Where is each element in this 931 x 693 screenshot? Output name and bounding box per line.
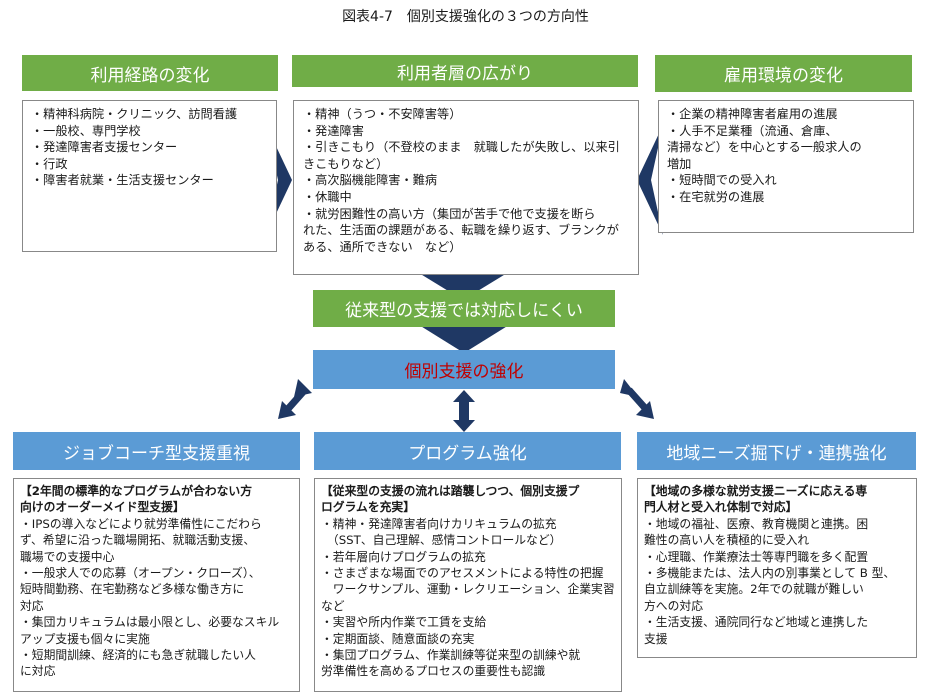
list-item: ・精神科病院・クリニック、訪問看護 [31,107,238,121]
box-lead: 【地域の多様な就労支援ニーズに応える専 [644,484,868,498]
list-item: ・短期間訓練、経済的にも急ぎ就職したい人 [20,648,256,663]
list-item: ・精神（うつ・不安障害等） [303,107,462,121]
list-item: ・引きこもり（不登校のまま 就職したが失敗し、以来引 [303,140,620,155]
box-usage-route: ・精神科病院・クリニック、訪問看護 ・一般校、専門学校 ・発達障害者支援センター… [22,100,277,252]
header-program-enhancement: プログラム強化 [314,432,621,470]
banner-conventional-support: 従来型の支援では対応しにくい [313,290,615,327]
figure-title: 図表4-7 個別支援強化の３つの方向性 [342,9,589,25]
list-item: ・企業の精神障害者雇用の進展 [667,107,838,121]
box-lead: 門人材と受入れ体制で対応】 [644,500,798,515]
header-usage-route-change: 利用経路の変化 [22,55,278,91]
box-job-coach: 【2年間の標準的なプログラムが合わない方 向けのオーダーメイド型支援】 ・IPS… [13,478,300,692]
list-item: 短時間勤務、在宅勤務など多様な働き方に [20,582,245,597]
list-item: ・高次脳機能障害・難病 [303,173,438,188]
list-item: ・集団カリキュラムは最小限とし、必要なスキル [20,615,280,630]
banner-individual-support: 個別支援の強化 [313,350,615,389]
list-item: 増加 [667,156,692,171]
list-item: ・在宅就労の進展 [667,189,765,204]
list-item: 難性の高い人を積極的に受入れ [644,533,810,548]
list-item: アップ支援も個々に実施 [20,631,150,646]
list-item: ・短時間での受入れ [667,173,777,188]
list-item: など [321,598,345,613]
list-item: ・一般校、専門学校 [31,123,141,138]
list-item: 支援 [644,631,668,646]
list-item: ・発達障害 [303,123,364,138]
box-program: 【従来型の支援の流れは踏襲しつつ、個別支援プ ログラムを充実】 ・精神・発達障害… [314,478,622,692]
list-item: 労準備性を高めるプロセスの重要性も認識 [321,664,546,679]
arrow-double-left [278,379,312,419]
list-item: きこもりなど） [303,156,389,171]
list-item: 清掃など）を中心とする一般求人の [667,140,862,155]
box-lead: ログラムを充実】 [321,500,416,515]
list-item: ・実習や所内作業で工賃を支給 [321,615,487,630]
list-item: に対応 [20,664,56,679]
list-item: ・生活支援、通院同行など地域と連携した [644,615,869,630]
list-item: ある、通所できない など） [303,239,462,254]
header-user-base-expansion: 利用者層の広がり [292,55,638,87]
list-item: 対応 [20,598,44,613]
list-item: （SST、自己理解、感情コントロールなど） [321,533,562,548]
list-item: ・定期面談、随意面談の充実 [321,631,475,646]
list-item: ・障害者就業・生活支援センター [31,173,214,188]
box-lead: 【従来型の支援の流れは踏襲しつつ、個別支援プ [321,484,580,498]
list-item: ・IPSの導入などにより就労準備性にこだわら [20,516,262,531]
list-item: れた、生活面の課題がある、転職を繰り返す、ブランクが [303,223,619,238]
list-item: ・さまざまな場面でのアセスメントによる特性の把握 [321,566,604,581]
header-regional-needs: 地域ニーズ掘下げ・連携強化 [637,432,916,470]
list-item: ・人手不足業種（流通、倉庫、 [667,123,838,138]
list-item: 自立訓練等を実施。2年での就職が難しい [644,582,864,597]
list-item: ・多機能または、法人内の別事業として B 型、 [644,566,896,581]
arrow-left-chevron [637,125,663,235]
list-item: ・若年層向けプログラムの拡充 [321,549,486,564]
arrow-down-2 [419,325,509,353]
header-job-coach-support: ジョブコーチ型支援重視 [13,432,300,470]
list-item: ・就労困難性の高い方（集団が苦手で他で支援を断ら [303,206,596,221]
list-item: ・休職中 [303,189,352,204]
list-item: ・心理職、作業療法士等専門職を多く配置 [644,549,869,564]
list-item: ず、希望に沿った職場開拓、就職活動支援、 [20,533,256,548]
list-item: ・行政 [31,156,68,171]
header-employment-environment-change: 雇用環境の変化 [655,55,912,92]
list-item: ・精神・発達障害者向けカリキュラムの拡充 [321,516,557,531]
box-regional: 【地域の多様な就労支援ニーズに応える専 門人材と受入れ体制で対応】 ・地域の福祉… [637,478,917,658]
box-employment-environment: ・企業の精神障害者雇用の進展 ・人手不足業種（流通、倉庫、 清掃など）を中心とす… [658,100,914,233]
list-item: ワークサンプル、運動・レクリエーション、企業実習 [321,582,615,597]
list-item: 職場での支援中心 [20,549,115,564]
box-lead: 【2年間の標準的なプログラムが合わない方 [20,484,252,498]
arrow-down-1 [414,270,512,300]
list-item: ・発達障害者支援センター [31,140,178,155]
list-item: 方への対応 [644,598,703,613]
box-lead: 向けのオーダーメイド型支援】 [20,500,185,515]
arrow-double-right [620,379,654,419]
box-user-base: ・精神（うつ・不安障害等） ・発達障害 ・引きこもり（不登校のまま 就職したが失… [293,100,639,275]
arrow-double-vertical [453,390,475,432]
list-item: ・集団プログラム、作業訓練等従来型の訓練や就 [321,648,581,663]
list-item: ・一般求人での応募（オープン・クローズ）、 [20,566,261,581]
list-item: ・地域の福祉、医療、教育機関と連携。困 [644,516,869,531]
